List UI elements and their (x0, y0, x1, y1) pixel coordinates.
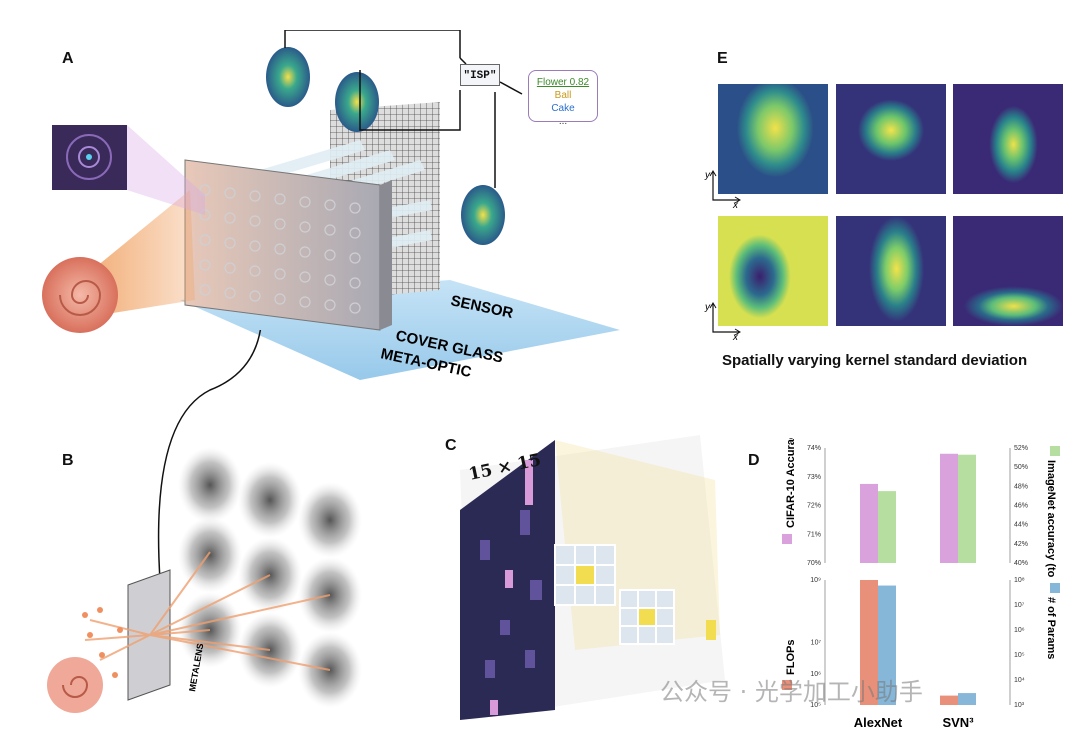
axis-x-label: x (732, 332, 739, 340)
top-right-tick: 52% (1014, 445, 1028, 452)
heatmap-4 (718, 216, 828, 326)
bar-imagenet-1 (958, 454, 976, 563)
bar-cifar-0 (860, 483, 878, 563)
top-left-tick: 70% (807, 560, 821, 567)
bar-imagenet-0 (878, 491, 896, 563)
top-left-tick: 74% (807, 445, 821, 452)
panel-c-figure: 15 × 15 (460, 435, 725, 720)
bottom-left-tick: 10⁹ (810, 577, 821, 584)
heatmap-5 (836, 216, 946, 326)
output-ellipsis: ... (558, 116, 568, 127)
top-left-axis-title: CIFAR-10 Accuracy (785, 438, 797, 528)
legend-flops-swatch (782, 680, 792, 690)
bottom-right-tick: 10⁷ (1014, 602, 1025, 609)
panel-d-letter: D (748, 452, 760, 469)
category-label-1: SVN³ (942, 715, 974, 730)
legend-cifar-swatch (782, 534, 792, 544)
bottom-right-tick: 10³ (1014, 702, 1025, 709)
panel-a-figure: SENSOR COVER GLASS META-OPTIC (42, 30, 620, 381)
axis-x-label: x (732, 200, 739, 208)
heatmap-3 (953, 84, 1063, 194)
bottom-right-tick: 10⁸ (1014, 577, 1025, 584)
axis-indicator-bottom: y x (704, 302, 741, 340)
top-right-tick: 40% (1014, 560, 1028, 567)
panel-e-caption: Spatially varying kernel standard deviat… (722, 352, 1028, 369)
bar-params-1 (958, 693, 976, 705)
bottom-left-tick: 10⁵ (810, 702, 821, 709)
top-left-tick: 72% (807, 503, 821, 510)
bottom-right-tick: 10⁴ (1014, 677, 1025, 684)
legend-imagenet-swatch (1050, 446, 1060, 456)
axis-y-label: y (704, 302, 711, 313)
legend-params-swatch (1050, 583, 1060, 593)
panel-d-chart-top: 74% 73% 72% 71% 70% 52% 50% 48% 46% 44% 42% 40% CIFA… (782, 438, 1060, 578)
top-right-axis-title: ImageNet accuracy (top 5) (1045, 460, 1057, 578)
top-right-tick: 48% (1014, 483, 1028, 490)
top-right-tick: 46% (1014, 503, 1028, 510)
panel-a-letter: A (62, 50, 74, 67)
bar-params-0 (878, 585, 896, 705)
axis-y-label: y (704, 170, 711, 181)
panel-b-figure: METALENS (47, 330, 362, 713)
panel-b-letter: B (62, 452, 74, 469)
top-left-tick: 73% (807, 474, 821, 481)
bottom-left-axis-title: FLOPs (785, 640, 797, 675)
bottom-right-tick: 10⁵ (1014, 652, 1025, 659)
panel-d-chart-bottom: 10⁹ 10⁷ 10⁶ 10⁵ 10⁸ 10⁷ 10⁶ 10⁵ 10⁴ 10³ AlexNet SVN… (782, 577, 1060, 730)
bottom-right-tick: 10⁶ (1014, 627, 1025, 634)
heatmap-2 (836, 84, 946, 194)
classification-output-box: Flower 0.82 Ball Cake ... (528, 70, 598, 127)
panel-c-letter: C (445, 437, 457, 454)
output-cake: Cake (551, 103, 575, 114)
bar-cifar-1 (940, 453, 958, 563)
bar-flops-1 (940, 695, 958, 705)
top-right-tick: 42% (1014, 541, 1028, 548)
category-label-0: AlexNet (854, 715, 903, 730)
watermark-text: 公众号 · 光学加工小助手 (660, 678, 923, 706)
top-left-tick: 71% (807, 531, 821, 538)
bottom-right-axis-title: # of Params (1045, 597, 1057, 659)
axis-indicator-top: y x (704, 170, 741, 208)
output-flower: Flower 0.82 (536, 77, 590, 88)
bar-flops-0 (860, 580, 878, 705)
heatmap-1 (718, 84, 828, 194)
panel-e-letter: E (717, 50, 728, 67)
isp-box: "ISP" (460, 64, 500, 86)
output-ball: Ball (554, 90, 572, 101)
bottom-left-tick: 10⁷ (811, 640, 822, 647)
top-right-tick: 50% (1014, 464, 1028, 471)
bottom-left-tick: 10⁶ (810, 671, 821, 678)
top-right-tick: 44% (1014, 522, 1028, 529)
heatmap-6 (953, 216, 1063, 326)
